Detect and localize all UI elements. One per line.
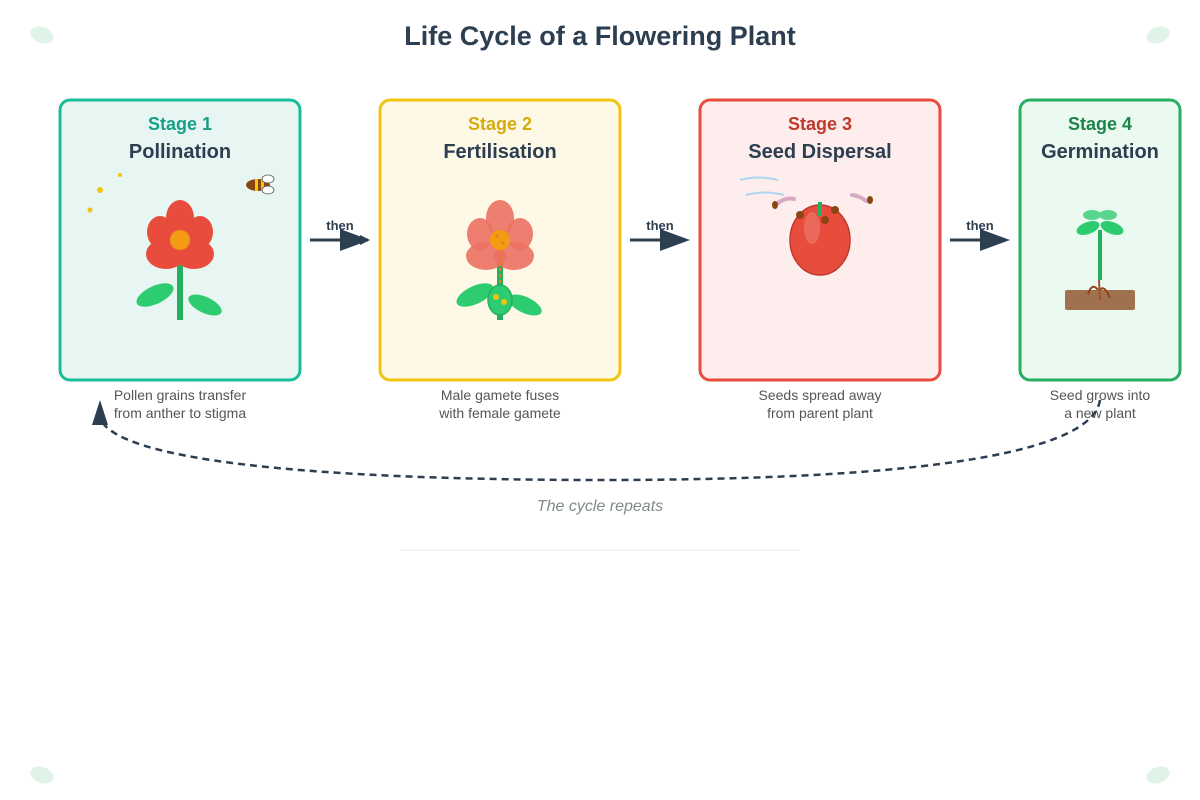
stage-4-number: Stage 4 — [1068, 114, 1132, 134]
connector-arrow-2: then — [630, 218, 690, 251]
stage-1-name: Pollination — [129, 141, 231, 163]
connector-label: then — [966, 218, 994, 233]
cycle-label: The cycle repeats — [537, 498, 663, 515]
stage-1-number: Stage 1 — [148, 114, 212, 134]
stage-3-desc-line1: Seeds spread away — [759, 387, 882, 403]
stage-3-name: Seed Dispersal — [748, 141, 891, 163]
connector-arrow-1: then — [310, 218, 370, 251]
corner-leaf-icon — [30, 26, 54, 44]
stage-3-number: Stage 3 — [788, 114, 852, 134]
stage-2-desc-line2: with female gamete — [438, 405, 561, 421]
stage-card-1: Stage 1 Pollination — [58, 98, 302, 421]
connector-label: then — [326, 218, 354, 233]
corner-leaf-icon — [1146, 766, 1170, 784]
stage-2-desc-line1: Male gamete fuses — [441, 387, 559, 403]
flower-with-bee-icon — [87, 173, 275, 320]
connector-label: then — [646, 218, 674, 233]
stage-4-name: Germination — [1041, 141, 1159, 163]
stage-card-4: Stage 4 Germination Seed grows into a ne… — [1018, 98, 1182, 421]
stage-card-2: Stage 2 Fertilisation Male gamete fuses — [378, 98, 622, 421]
stage-4-desc-line1: Seed grows into — [1050, 387, 1151, 403]
stage-2-number: Stage 2 — [468, 114, 532, 134]
seedling-icon — [1065, 210, 1135, 310]
stage-card-3: Stage 3 Seed Dispersal Seeds spread awa — [698, 98, 942, 421]
corner-leaf-icon — [1146, 26, 1170, 44]
fruit-seeds-icon — [739, 176, 873, 276]
corner-leaf-icon — [30, 766, 54, 784]
cycle-arrow — [92, 399, 1102, 482]
stage-1-desc-line1: Pollen grains transfer — [114, 387, 247, 403]
connector-arrow-3: then — [950, 218, 1010, 251]
fertilised-flower-icon — [456, 200, 542, 320]
stage-1-desc-line2: from anther to stigma — [114, 405, 246, 421]
stage-3-desc-line2: from parent plant — [767, 405, 873, 421]
diagram-title: Life Cycle of a Flowering Plant — [404, 21, 796, 51]
stage-4-desc-line2: a new plant — [1064, 405, 1136, 421]
stage-2-name: Fertilisation — [443, 141, 556, 163]
